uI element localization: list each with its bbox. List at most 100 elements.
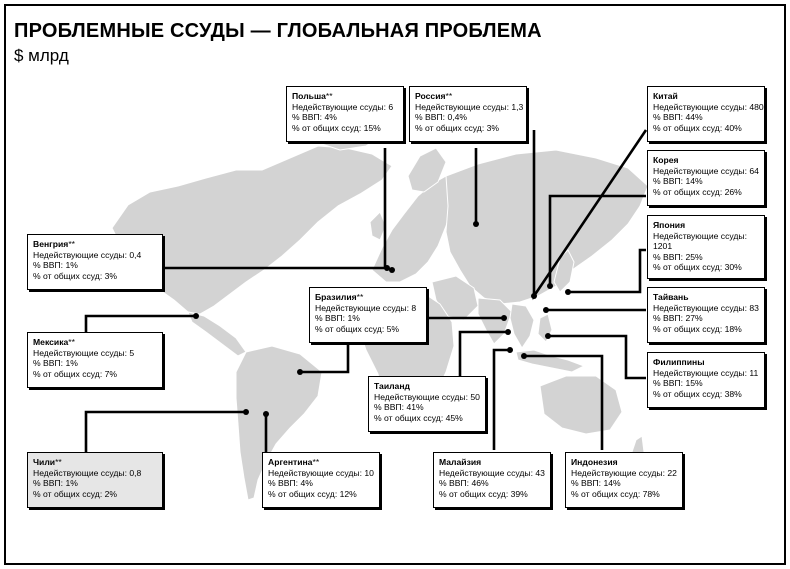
npl-value: 1201: [653, 241, 673, 252]
location-dot-thailand: [505, 329, 511, 335]
gdp-share: % ВВП: 4%: [268, 478, 313, 489]
country-name: Корея: [653, 155, 679, 165]
country-name: Мексика**: [33, 337, 75, 347]
gdp-share: % ВВП: 14%: [571, 478, 621, 489]
country-name: Малайзия: [439, 457, 482, 467]
location-dot-chile: [243, 409, 249, 415]
location-dot-taiwan: [543, 307, 549, 313]
gdp-share: % ВВП: 15%: [653, 378, 703, 389]
landmass-central-america: [187, 311, 247, 357]
location-dot-japan: [565, 289, 571, 295]
landmass-indonesia: [515, 349, 585, 373]
loans-share: % от общих ссуд: 15%: [292, 122, 381, 133]
npl-value: Недействующие ссуды: 10: [268, 467, 374, 478]
npl-value: Недействующие ссуды: 11: [653, 367, 759, 378]
country-name: Таиланд: [374, 381, 410, 391]
gdp-share: % ВВП: 46%: [439, 478, 489, 489]
npl-value: Недействующие ссуды: 22: [571, 467, 677, 478]
callout-japan: Япония Недействующие ссуды: 1201 % ВВП: …: [647, 215, 765, 279]
gdp-share: % ВВП: 41%: [374, 402, 424, 413]
npl-value: Недействующие ссуды: 43: [439, 467, 545, 478]
leader-line-brazil-down: [300, 342, 350, 374]
map-subtitle: $ млрд: [14, 46, 69, 65]
loans-share: % от общих ссуд: 7%: [33, 368, 118, 379]
location-dot-argentina: [263, 411, 269, 417]
callout-indonesia: Индонезия Недействующие ссуды: 22 % ВВП:…: [565, 452, 683, 508]
callout-russia: Россия** Недействующие ссуды: 1,3 % ВВП:…: [409, 86, 527, 142]
location-dot-russia: [473, 221, 479, 227]
gdp-share: % ВВП: 0,4%: [415, 112, 468, 123]
callout-chile: Чили** Недействующие ссуды: 0,8 % ВВП: 1…: [27, 452, 163, 508]
callout-malaysia: Малайзия Недействующие ссуды: 43 % ВВП: …: [433, 452, 551, 508]
landmass-india: [477, 297, 513, 345]
leader-line-thailand: [458, 330, 508, 376]
map-title: ПРОБЛЕМНЫЕ ССУДЫ — ГЛОБАЛЬНАЯ ПРОБЛЕМА: [14, 20, 542, 42]
country-name: Венгрия**: [33, 239, 76, 249]
location-dot-indonesia: [521, 353, 527, 359]
location-dot-korea: [547, 283, 553, 289]
location-dot-poland: [384, 265, 390, 271]
landmass-north-america: [111, 145, 393, 315]
leader-line-chile: [84, 410, 246, 452]
country-name: Польша**: [292, 91, 333, 101]
loans-share: % от общих ссуд: 78%: [571, 488, 660, 499]
npl-value: Недействующие ссуды: 0,8: [33, 467, 142, 478]
leader-line-korea: [548, 194, 646, 286]
loans-share: % от общих ссуд: 18%: [653, 323, 742, 334]
callout-philippines: Филиппины Недействующие ссуды: 11 % ВВП:…: [647, 352, 765, 408]
leader-line-japan: [568, 248, 646, 294]
loans-share: % от общих ссуд: 38%: [653, 388, 742, 399]
callout-taiwan: Тайвань Недействующие ссуды: 83 % ВВП: 2…: [647, 287, 765, 343]
npl-value: Недействующие ссуды: 1,3: [415, 101, 524, 112]
gdp-share: % ВВП: 1%: [33, 260, 78, 271]
location-dot-mexico: [193, 313, 199, 319]
callout-argentina: Аргентина** Недействующие ссуды: 10 % ВВ…: [262, 452, 380, 508]
leader-line-malaysia: [492, 348, 510, 450]
npl-value: Недействующие ссуды: 0,4: [33, 249, 142, 260]
location-dot-brazil: [297, 369, 303, 375]
country-name: Тайвань: [653, 292, 689, 302]
callout-hungary: Венгрия** Недействующие ссуды: 0,4 % ВВП…: [27, 234, 163, 290]
callout-china: Китай Недействующие ссуды: 480 % ВВП: 44…: [647, 86, 765, 142]
loans-share: % от общих ссуд: 12%: [268, 488, 357, 499]
loans-share: % от общих ссуд: 3%: [415, 122, 500, 133]
landmass-japan: [553, 249, 575, 293]
landmass-southeast-asia: [509, 303, 535, 349]
country-name: Китай: [653, 91, 678, 101]
gdp-share: % ВВП: 44%: [653, 112, 703, 123]
leader-line-indonesia: [524, 354, 604, 450]
loans-share: % от общих ссуд: 2%: [33, 488, 118, 499]
location-dot-hungary: [389, 267, 395, 273]
loans-share: % от общих ссуд: 26%: [653, 186, 742, 197]
loans-share: % от общих ссуд: 30%: [653, 262, 742, 273]
country-name: Япония: [653, 220, 686, 230]
npl-value: Недействующие ссуды: 50: [374, 391, 480, 402]
npl-label: Недействующие ссуды:: [653, 230, 747, 241]
npl-value: Недействующие ссуды: 83: [653, 302, 759, 313]
npl-value: Недействующие ссуды: 8: [315, 302, 417, 313]
country-name: Бразилия**: [315, 292, 364, 302]
callout-mexico: Мексика** Недействующие ссуды: 5 % ВВП: …: [27, 332, 163, 388]
callout-korea: Корея Недействующие ссуды: 64 % ВВП: 14%…: [647, 150, 765, 206]
location-dot-philippines: [545, 333, 551, 339]
gdp-share: % ВВП: 25%: [653, 251, 703, 262]
npl-value: Недействующие ссуды: 64: [653, 165, 759, 176]
gdp-share: % ВВП: 27%: [653, 313, 703, 324]
gdp-share: % ВВП: 1%: [315, 313, 360, 324]
country-name: Аргентина**: [268, 457, 320, 467]
location-dot-china: [531, 293, 537, 299]
loans-share: % от общих ссуд: 39%: [439, 488, 528, 499]
country-name: Филиппины: [653, 357, 705, 367]
gdp-share: % ВВП: 1%: [33, 358, 78, 369]
loans-share: % от общих ссуд: 40%: [653, 122, 742, 133]
npl-value: Недействующие ссуды: 480: [653, 101, 764, 112]
loans-share: % от общих ссуд: 45%: [374, 412, 463, 423]
leader-line-mexico: [84, 314, 196, 332]
country-name: Чили**: [33, 457, 62, 467]
landmass-australia: [539, 375, 623, 435]
landmass-scandinavia: [407, 147, 447, 193]
location-dot-malaysia: [507, 347, 513, 353]
country-name: Индонезия: [571, 457, 618, 467]
npl-value: Недействующие ссуды: 6: [292, 101, 394, 112]
landmass-britain: [369, 211, 387, 241]
